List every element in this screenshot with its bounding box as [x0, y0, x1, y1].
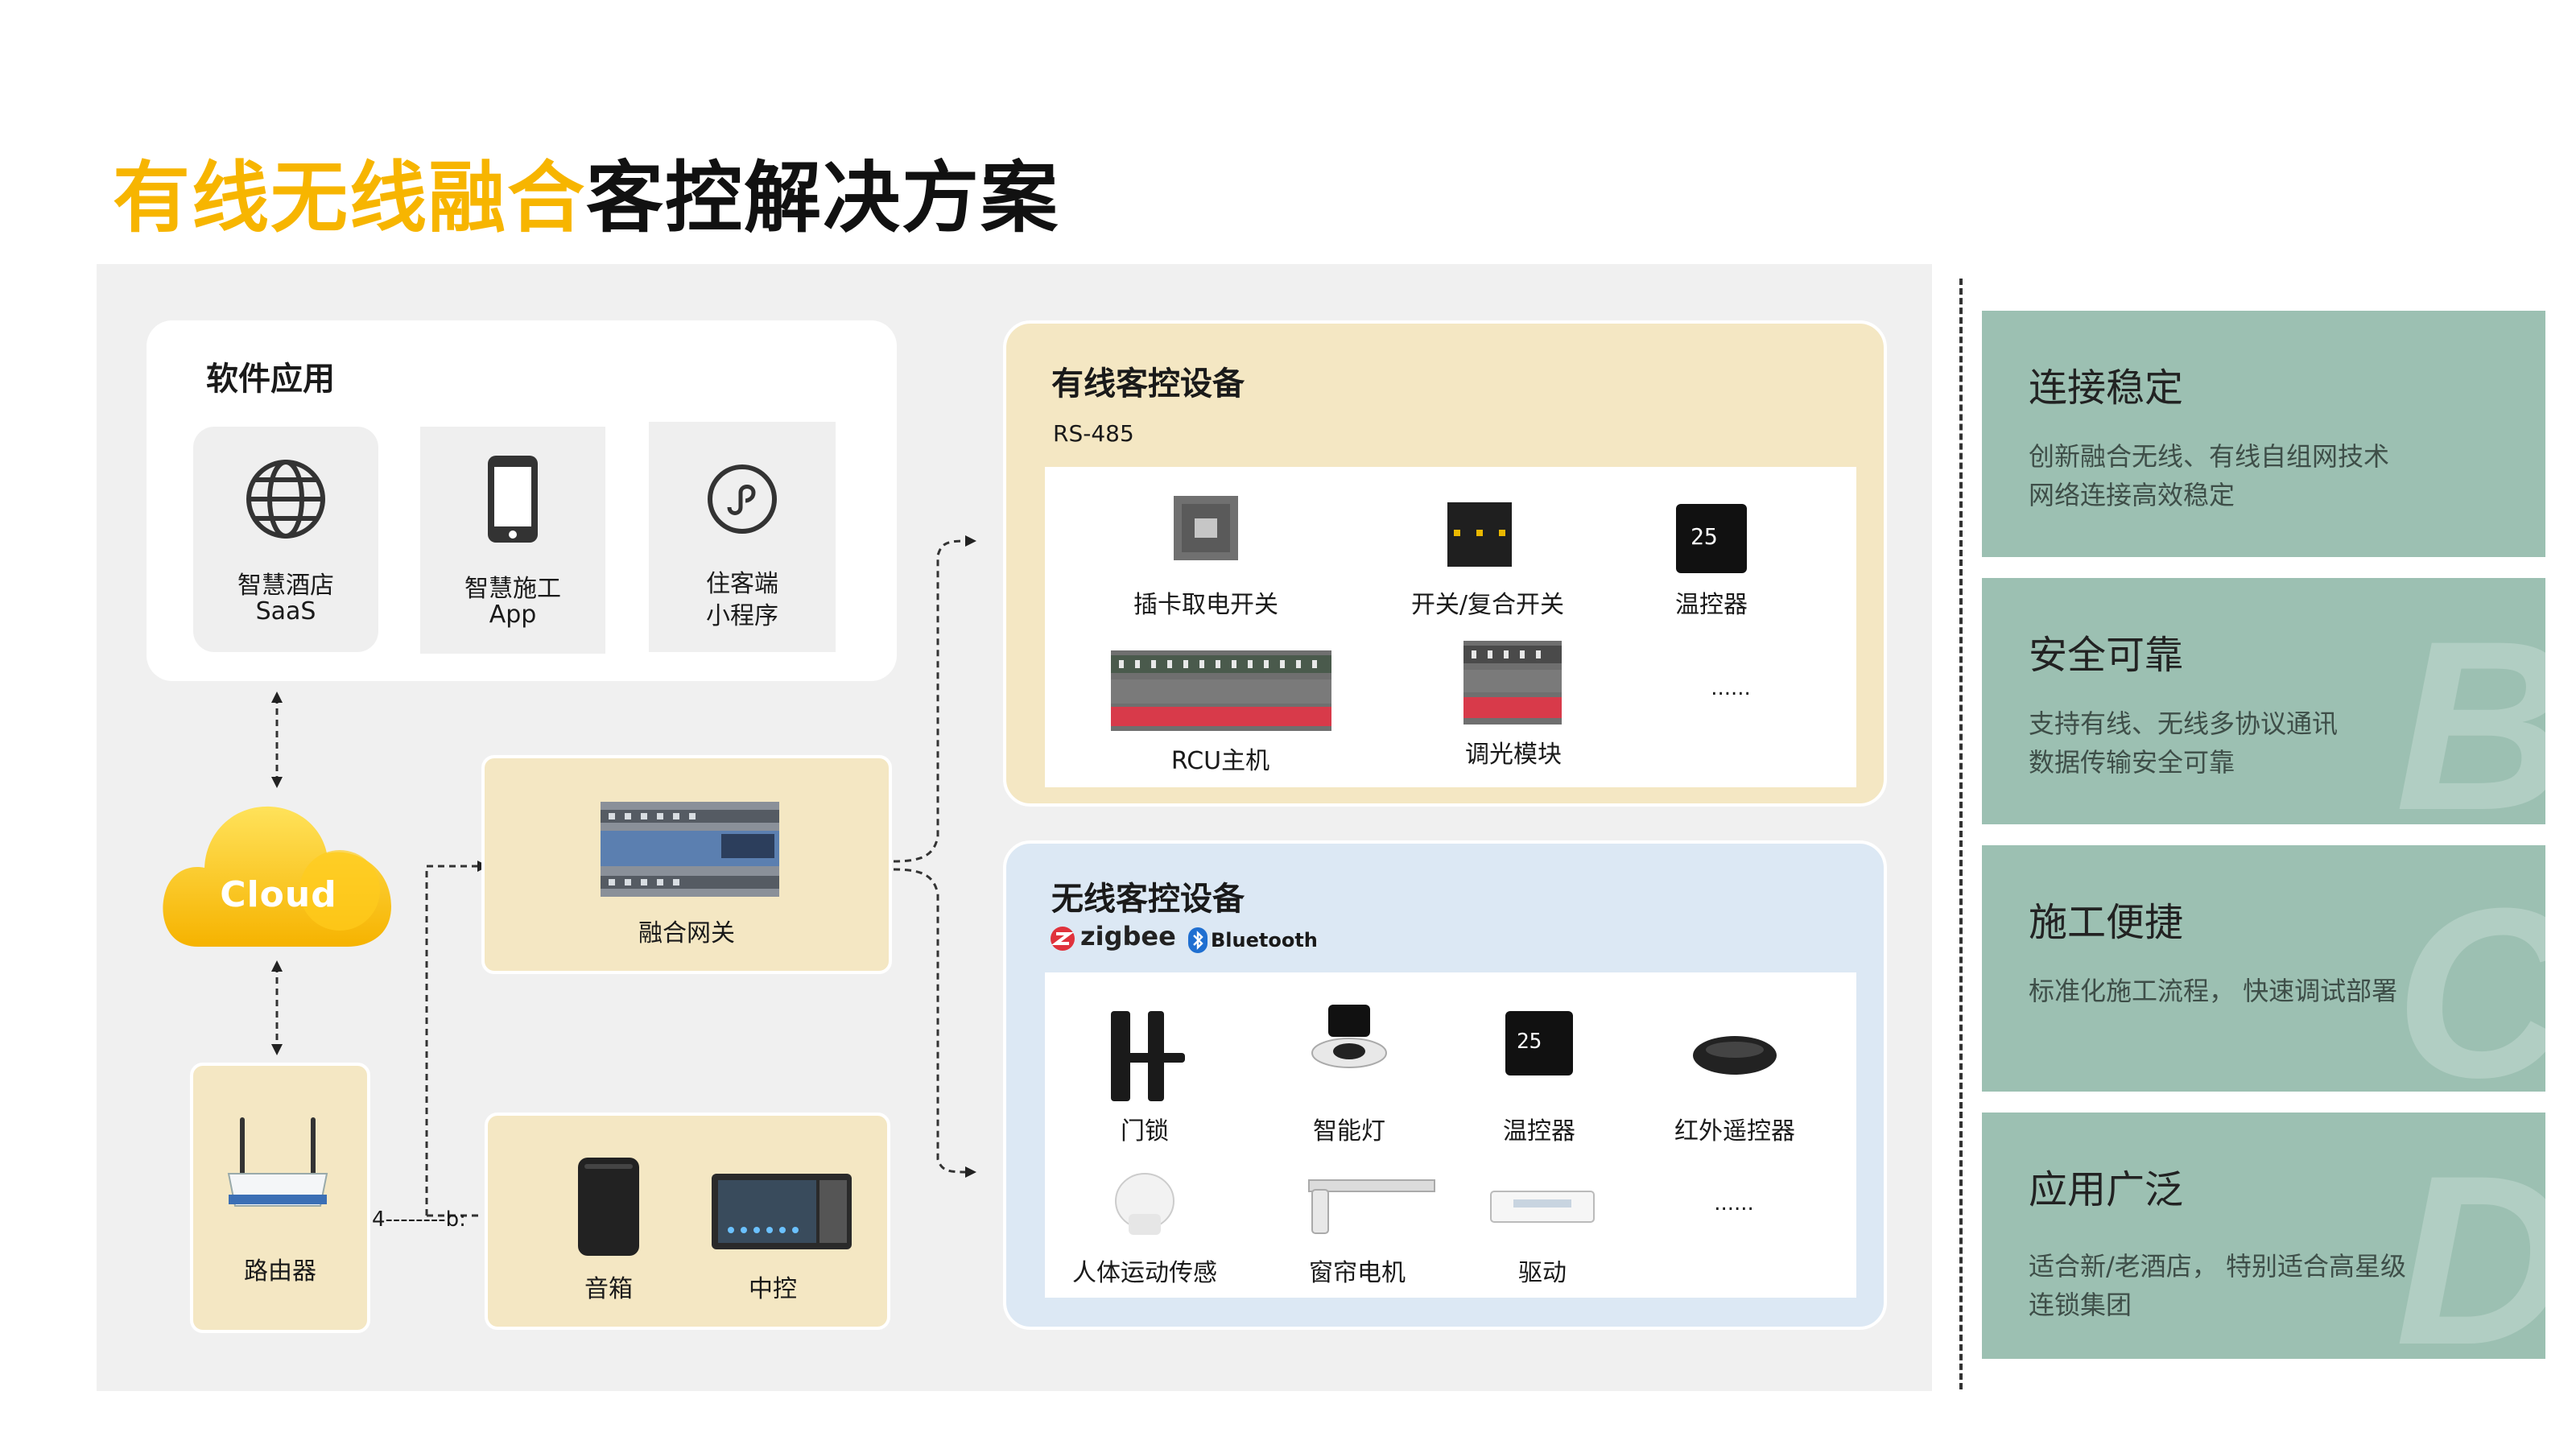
feature-title: 安全可靠 — [2029, 633, 2184, 678]
title-rest: 客控解决方案 — [586, 153, 1059, 243]
wired-device-label: 温控器 — [1675, 591, 1748, 619]
feature-desc: 创新融合无线、有线自组网技术 — [2029, 441, 2390, 472]
zigbee-logo-icon — [1051, 927, 1075, 951]
software-title: 软件应用 — [206, 361, 335, 398]
feature-card: D 应用广泛 适合新/老酒店， 特别适合高星级 连锁集团 — [1982, 1113, 2545, 1359]
card-switch-icon — [1174, 496, 1238, 560]
wireless-device-more: ...... — [1714, 1191, 1754, 1216]
wired-device-label: 开关/复合开关 — [1410, 591, 1565, 619]
thermostat-reading: 25 — [1690, 523, 1718, 550]
cloud-label: Cloud — [220, 874, 337, 915]
feature-title: 连接稳定 — [2029, 365, 2184, 411]
software-label: 智慧酒店 — [237, 572, 334, 600]
wireless-device-label: 智能灯 — [1313, 1117, 1385, 1146]
wired-device-label: 调光模块 — [1465, 741, 1562, 769]
wired-protocol: RS-485 — [1053, 420, 1134, 447]
door-lock-icon — [1111, 1011, 1185, 1101]
wired-device-label: 插卡取电开关 — [1133, 591, 1278, 619]
feature-watermark: C — [2395, 853, 2545, 1092]
software-label: 智慧施工 — [464, 575, 561, 603]
feature-desc: 网络连接高效稳定 — [2029, 480, 2235, 510]
router-icon — [227, 1117, 328, 1207]
bluetooth-logo-icon — [1188, 927, 1208, 953]
curtain-motor-icon — [1308, 1179, 1435, 1234]
control-panel-icon[interactable] — [712, 1174, 852, 1249]
wireless-thermostat-icon: 25 — [1505, 1011, 1573, 1075]
zigbee-label: zigbee — [1080, 921, 1176, 952]
router-port-label: 4--------b: — [372, 1208, 466, 1232]
cloud-icon[interactable] — [158, 794, 399, 955]
feature-desc: 数据传输安全可靠 — [2029, 747, 2235, 778]
dashed-divider — [1959, 279, 1963, 1389]
software-sublabel: 小程序 — [706, 602, 778, 630]
feature-desc: 支持有线、无线多协议通讯 — [2029, 708, 2339, 739]
feature-watermark: B — [2395, 586, 2545, 824]
dimming-module-icon — [1463, 641, 1562, 724]
wireless-device-label: 门锁 — [1121, 1117, 1169, 1146]
speaker-label: 音箱 — [584, 1275, 633, 1303]
wired-device-more: ...... — [1711, 676, 1751, 700]
feature-watermark: D — [2395, 1121, 2545, 1359]
mini-program-icon — [708, 464, 777, 534]
driver-icon — [1490, 1191, 1595, 1223]
ir-remote-icon — [1693, 1036, 1777, 1075]
software-sublabel: SaaS — [255, 597, 316, 625]
feature-desc: 连锁集团 — [2029, 1290, 2132, 1320]
router-gateway-link — [425, 861, 489, 1216]
software-item-app[interactable]: 智慧施工 App — [420, 427, 605, 654]
wireless-device-label: 驱动 — [1518, 1259, 1567, 1287]
gateway-label: 融合网关 — [638, 919, 735, 947]
page-title: 有线无线融合客控解决方案 — [113, 135, 1059, 247]
software-sublabel: App — [489, 601, 537, 629]
feature-title: 应用广泛 — [2029, 1167, 2184, 1212]
feature-desc: 适合新/老酒店， 特别适合高星级 — [2029, 1251, 2406, 1282]
smart-light-icon — [1311, 1005, 1387, 1068]
smartphone-icon — [488, 456, 538, 543]
thermostat-reading: 25 — [1517, 1030, 1542, 1054]
motion-sensor-icon — [1115, 1173, 1174, 1235]
feature-title: 施工便捷 — [2029, 900, 2184, 945]
wireless-device-label: 温控器 — [1503, 1117, 1575, 1146]
wired-title: 有线客控设备 — [1051, 365, 1245, 402]
feature-desc: 标准化施工流程， 快速调试部署 — [2029, 976, 2398, 1006]
software-label: 住客端 — [706, 570, 778, 598]
wireless-device-label: 窗帘电机 — [1309, 1259, 1406, 1287]
software-item-saas[interactable]: 智慧酒店 SaaS — [193, 427, 378, 652]
feature-card: C 施工便捷 标准化施工流程， 快速调试部署 — [1982, 845, 2545, 1092]
software-item-mini-program[interactable]: 住客端 小程序 — [649, 422, 836, 652]
globe-icon — [246, 460, 325, 539]
thermostat-icon: 25 — [1676, 504, 1747, 573]
feature-card: B 安全可靠 支持有线、无线多协议通讯 数据传输安全可靠 — [1982, 578, 2545, 824]
wireless-title: 无线客控设备 — [1051, 881, 1245, 918]
wireless-device-label: 人体运动传感 — [1072, 1259, 1217, 1287]
title-highlight: 有线无线融合 — [113, 153, 586, 243]
gateway-device-icon — [601, 802, 779, 897]
wired-device-label: RCU主机 — [1170, 747, 1270, 775]
gateway-branch-link — [893, 535, 976, 863]
gateway-wireless-link — [893, 868, 976, 1178]
composite-switch-icon — [1447, 502, 1512, 567]
router-label: 路由器 — [244, 1257, 316, 1286]
speaker-icon[interactable] — [576, 1156, 641, 1257]
wireless-devices-panel — [1045, 972, 1856, 1298]
control-panel-label: 中控 — [749, 1275, 797, 1303]
bluetooth-label: Bluetooth — [1211, 929, 1318, 952]
feature-card: 连接稳定 创新融合无线、有线自组网技术 网络连接高效稳定 — [1982, 311, 2545, 557]
rcu-host-icon — [1111, 650, 1331, 731]
wireless-device-label: 红外遥控器 — [1674, 1117, 1795, 1146]
